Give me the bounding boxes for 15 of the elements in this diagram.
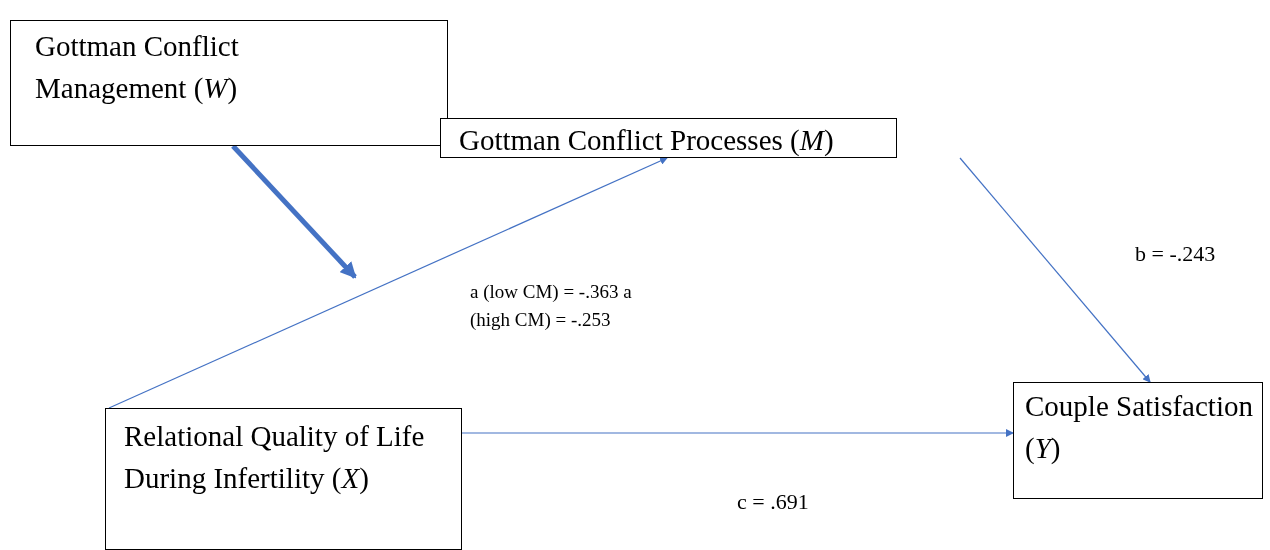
path-coefficient: a (low CM) = -.363 a (high CM) = -.253 <box>470 280 633 332</box>
arrow <box>461 429 1014 437</box>
variable-name: Gottman Conflict Management (W) <box>35 29 240 107</box>
variable-name: Relational Quality of Life During Infertility (X) <box>124 419 426 497</box>
variable-name: Gottman Conflict Processes (M) <box>459 123 835 158</box>
arrow <box>231 144 357 279</box>
variable-box <box>105 408 462 550</box>
variable-name: Couple Satisfaction (Y) <box>1025 389 1254 467</box>
path-coefficient: c = .691 <box>737 488 810 516</box>
path-coefficient: b = -.243 <box>1135 240 1217 268</box>
arrow <box>108 157 668 409</box>
variable-box <box>1013 382 1263 499</box>
variable-box <box>440 118 897 158</box>
variable-box <box>10 20 448 146</box>
arrow <box>959 157 1151 383</box>
